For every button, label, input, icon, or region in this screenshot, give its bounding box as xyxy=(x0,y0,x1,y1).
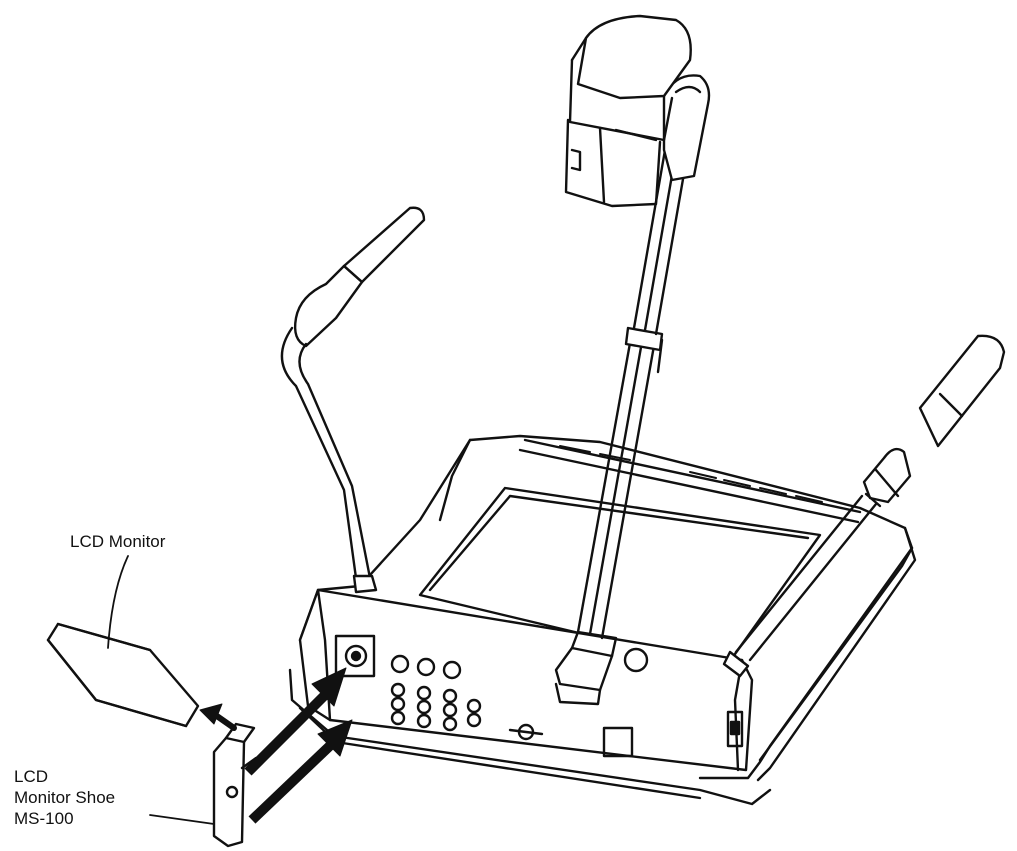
arrow-shoe-to-connector-icon xyxy=(244,667,347,776)
lcd-monitor-shoe-leader-line xyxy=(149,814,215,825)
arrow-shoe-to-monitor-icon xyxy=(199,703,237,731)
focus-symbol-icon xyxy=(508,723,544,741)
left-lamp xyxy=(280,206,426,594)
power-switch xyxy=(726,710,744,748)
vent-slots xyxy=(559,445,823,503)
lcd-monitor-shoe xyxy=(212,722,258,848)
panel-button xyxy=(390,654,410,674)
panel-button xyxy=(416,657,436,677)
camera-arm xyxy=(554,74,711,706)
arrow-shoe-to-port-icon xyxy=(248,719,353,824)
shoe-label-line-1: LCD xyxy=(14,767,49,786)
lcd-monitor-leader-line xyxy=(107,555,129,649)
shoe-label-line-3: MS-100 xyxy=(14,809,74,828)
shoe-label-line-2: Monitor Shoe xyxy=(14,788,116,807)
assembly-arrows xyxy=(199,667,353,824)
lcd-monitor-shoe-label: LCD Monitor Shoe MS-100 xyxy=(14,766,115,829)
right-lamp xyxy=(722,334,1006,678)
square-button xyxy=(602,726,634,758)
lcd-monitor-label: LCD Monitor xyxy=(70,532,166,551)
lcd-monitor xyxy=(46,622,200,728)
connector-port-icon xyxy=(344,644,368,668)
top-knob xyxy=(623,647,649,673)
camera-head xyxy=(564,14,692,208)
panel-button xyxy=(442,660,462,680)
